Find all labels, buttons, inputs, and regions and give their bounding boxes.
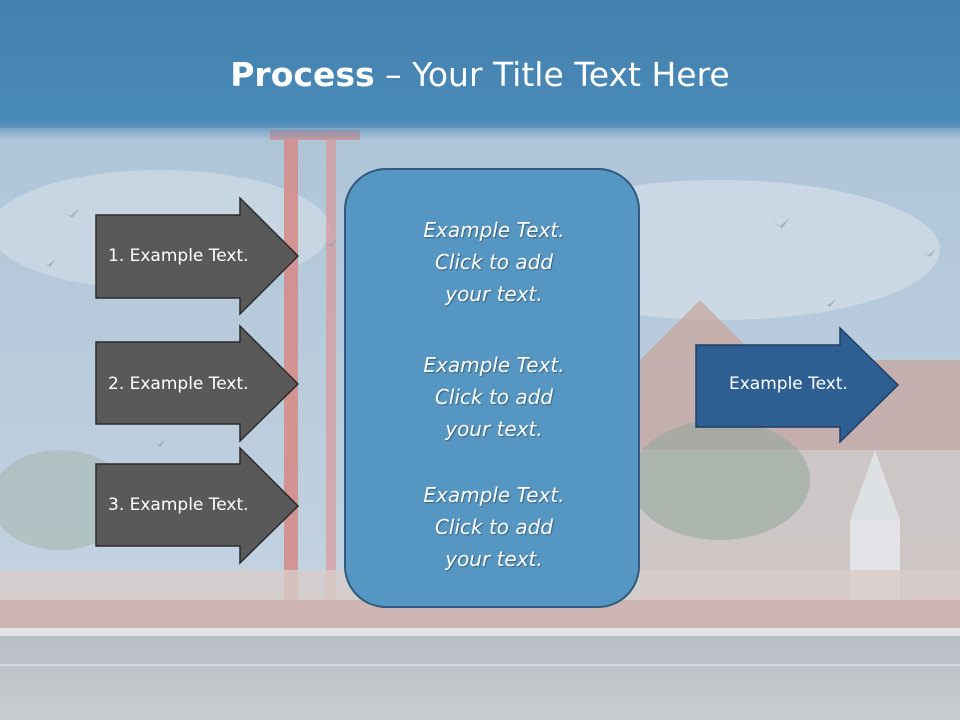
title-bold: Process [230, 55, 375, 94]
center-paragraph-2-line-1: Example Text. [423, 353, 565, 377]
output-label: Example Text. [729, 374, 848, 394]
step-label-2: 2. Example Text. [108, 374, 249, 394]
center-paragraph-2-line-2: Click to add [434, 385, 554, 409]
center-paragraph-2: Example Text. Click to add your text. [346, 349, 642, 445]
center-paragraph-3-line-2: Click to add [434, 515, 554, 539]
center-paragraph-1-line-1: Example Text. [423, 218, 565, 242]
center-paragraph-3: Example Text. Click to add your text. [346, 479, 642, 575]
step-label-3: 3. Example Text. [108, 495, 249, 515]
center-paragraph-1-line-2: Click to add [434, 250, 554, 274]
title-rest: – Your Title Text Here [374, 55, 730, 94]
center-paragraph-3-line-3: your text. [445, 547, 543, 571]
center-paragraph-1-line-3: your text. [445, 282, 543, 306]
center-paragraph-2-line-3: your text. [445, 417, 543, 441]
slide-title: Process – Your Title Text Here [0, 52, 960, 98]
center-paragraph-1: Example Text. Click to add your text. [346, 214, 642, 310]
center-process-box[interactable]: Example Text. Click to add your text. Ex… [344, 168, 640, 608]
center-paragraph-3-line-1: Example Text. [423, 483, 565, 507]
step-label-1: 1. Example Text. [108, 246, 249, 266]
